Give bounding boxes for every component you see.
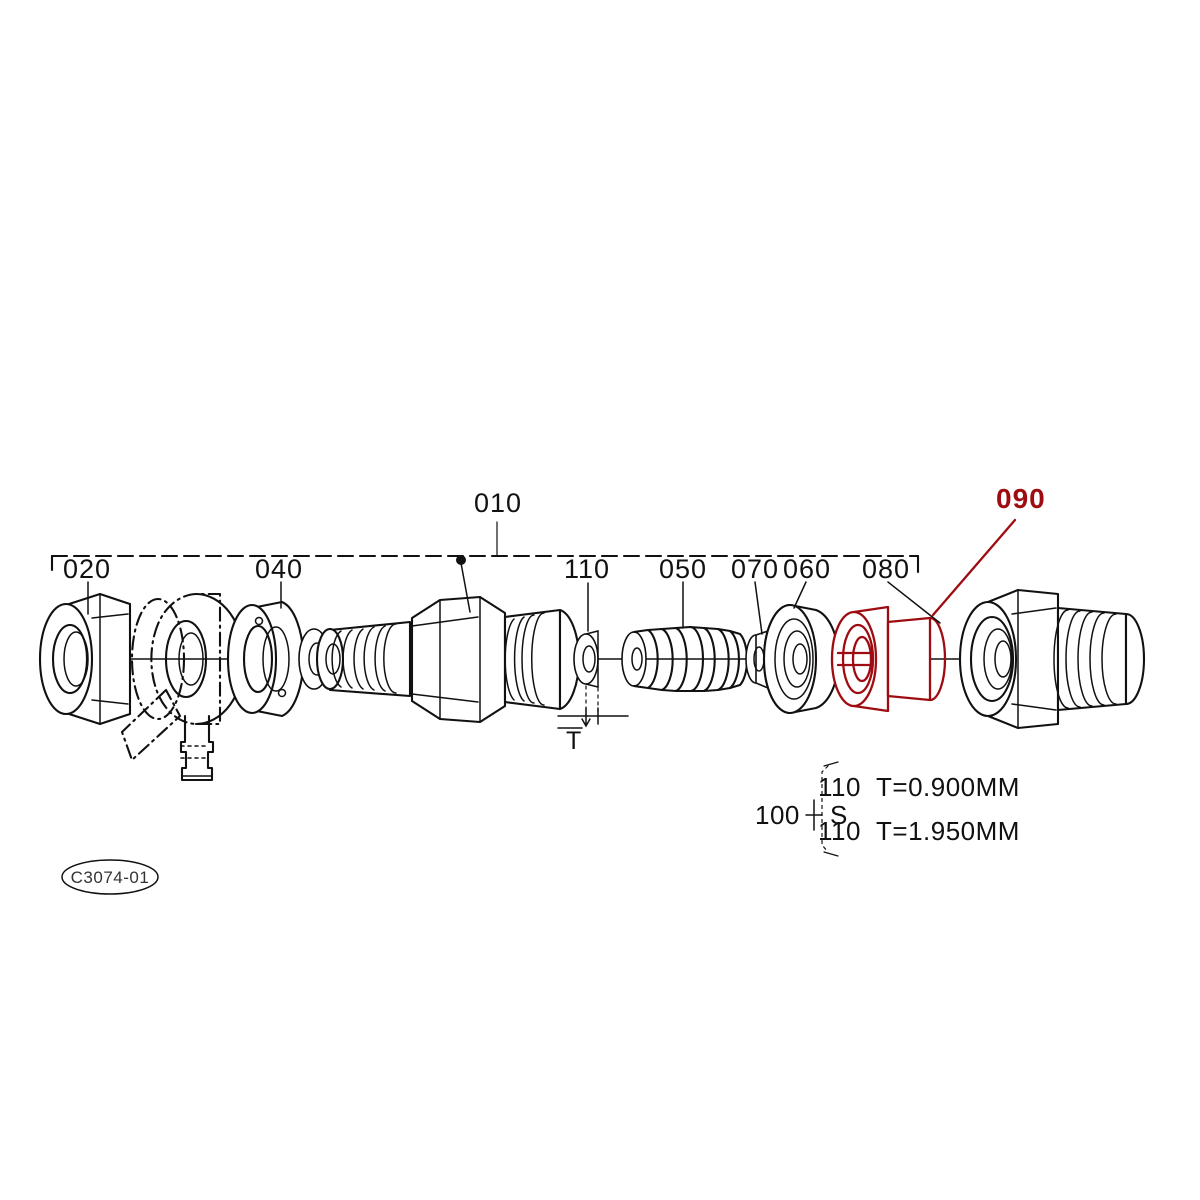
- leader-lines: [87, 518, 1017, 635]
- callout-label-110[interactable]: 110: [564, 554, 610, 584]
- spec-row-0-part: 110: [818, 772, 861, 802]
- callout-label-020[interactable]: 020: [63, 554, 111, 584]
- part-060-valve-seat: [762, 603, 840, 715]
- callout-labels: 020 040 010 110 050 070 060 080 090: [63, 483, 1046, 584]
- callout-label-070[interactable]: 070: [731, 554, 779, 584]
- callout-label-080[interactable]: 080: [862, 554, 910, 584]
- part-040-washer: [226, 600, 305, 718]
- callout-label-060[interactable]: 060: [783, 554, 831, 584]
- spec-range-symbol: S: [830, 800, 848, 830]
- spec-row-1-part: 110: [818, 816, 861, 846]
- part-050-coil-spring: [621, 625, 749, 693]
- part-090-hex-body-fitting: [958, 588, 1146, 730]
- spec-block-100: 100 110 T=0.900MM S 110 T=1.950MM: [755, 761, 1020, 857]
- spec-group-label-100: 100: [755, 800, 800, 830]
- part-110-shim-washer: [573, 630, 599, 688]
- drawing-code-badge: C3074-01: [61, 859, 159, 895]
- part-020-hex-nut: [38, 592, 132, 726]
- callout-label-040[interactable]: 040: [255, 554, 303, 584]
- spec-row-0-value: T=0.900MM: [876, 772, 1020, 802]
- callout-label-010[interactable]: 010: [474, 488, 522, 518]
- thickness-dimension-marker: T: [557, 685, 629, 755]
- part-080-plunger-highlighted: [830, 605, 947, 713]
- callout-label-050[interactable]: 050: [659, 554, 707, 584]
- thickness-marker-label: T: [566, 727, 581, 755]
- spec-row-1-value: T=1.950MM: [876, 816, 1020, 846]
- part-main-threaded-body: [315, 595, 580, 724]
- drawing-code-text: C3074-01: [71, 868, 150, 887]
- assembly-bracket-010: [50, 521, 920, 574]
- callout-label-090[interactable]: 090: [996, 483, 1046, 514]
